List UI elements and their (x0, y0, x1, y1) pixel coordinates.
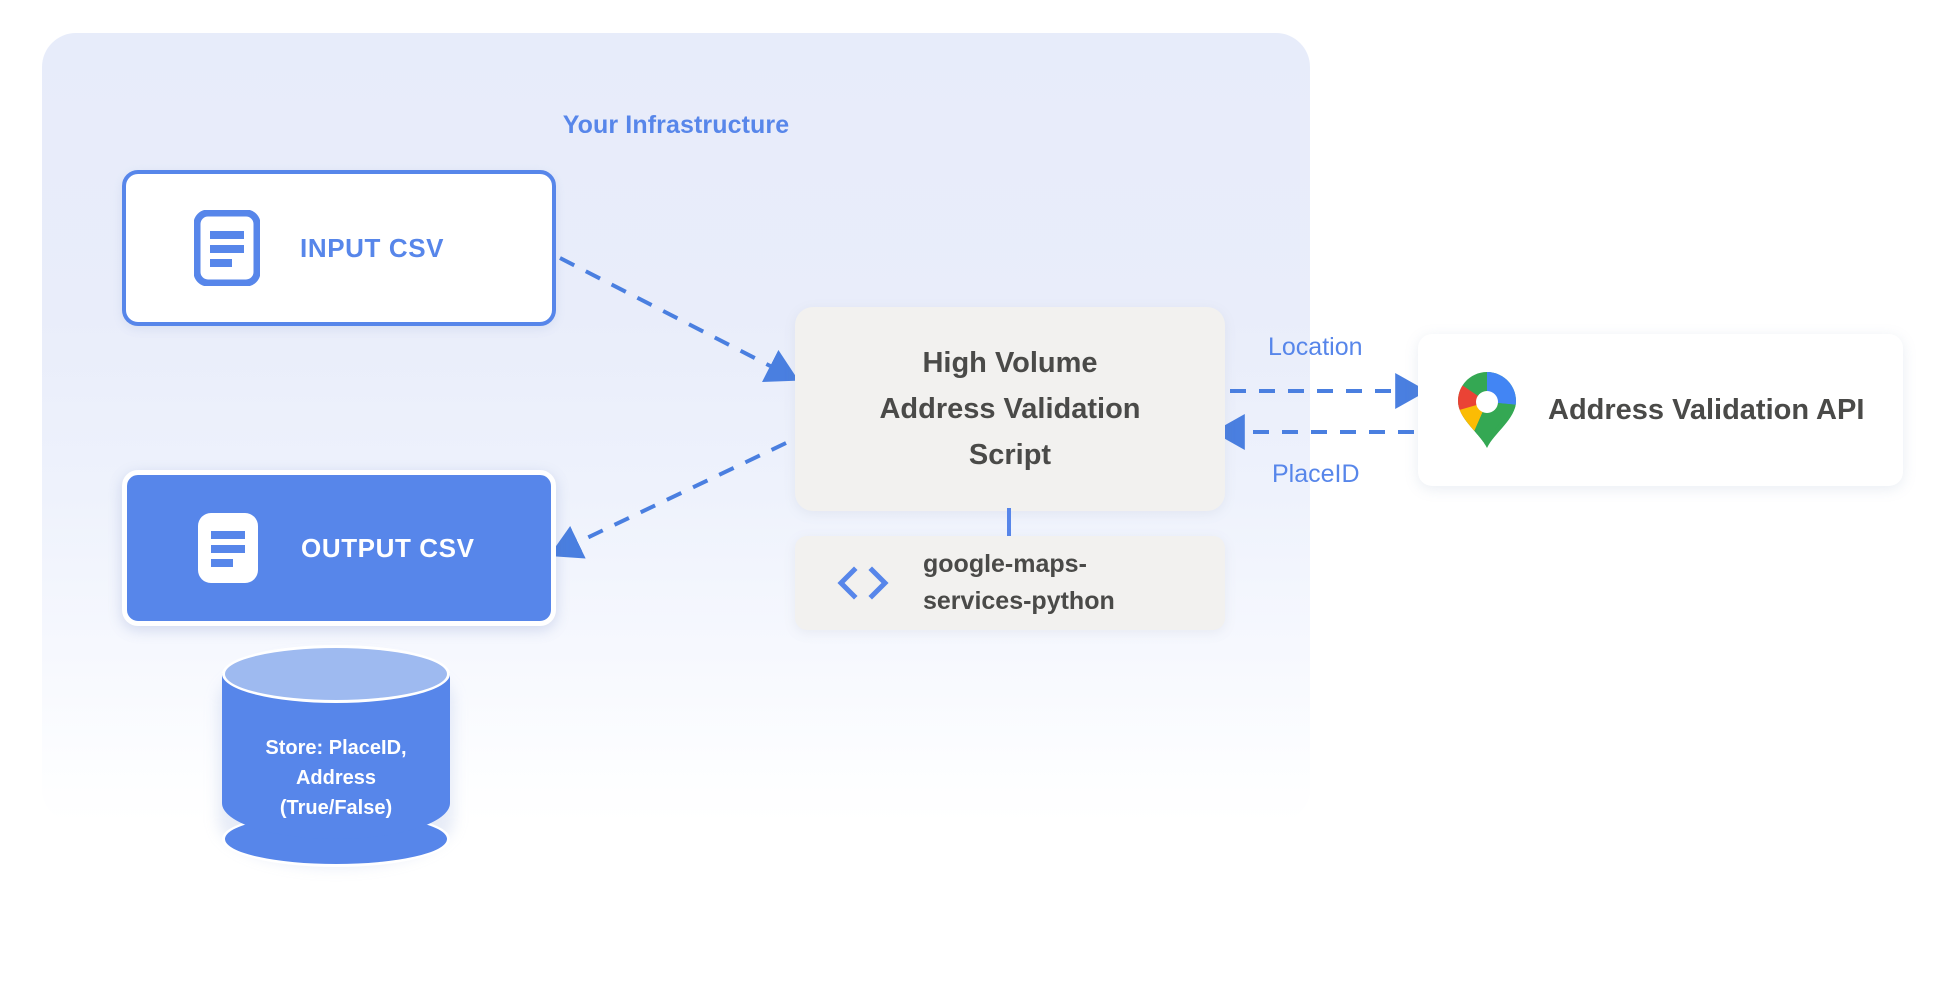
edge-label-placeid: PlaceID (1272, 460, 1360, 488)
infrastructure-panel-title: Your Infrastructure (562, 111, 790, 139)
output-csv-label: OUTPUT CSV (301, 532, 475, 563)
library-label-line1: google-maps- (923, 550, 1087, 578)
script-label-line2: Address Validation (879, 393, 1141, 425)
input-csv-node[interactable]: INPUT CSV (122, 170, 556, 326)
database-label: Store: PlaceID, Address (True/False) (222, 733, 450, 823)
database-top-ellipse (222, 645, 450, 703)
output-csv-node[interactable]: OUTPUT CSV (122, 470, 556, 626)
script-label-line1: High Volume (922, 347, 1098, 379)
address-validation-api-label: Address Validation API (1548, 393, 1865, 426)
script-label-line3: Script (968, 439, 1052, 471)
document-icon (194, 210, 260, 286)
script-library-connector (1007, 508, 1011, 540)
library-label: google-maps- services-python (923, 546, 1115, 620)
code-brackets-icon (837, 566, 889, 600)
script-node[interactable]: High Volume Address Validation Script (795, 307, 1225, 511)
database-node[interactable]: Store: PlaceID, Address (True/False) (212, 645, 460, 867)
edge-label-location: Location (1268, 333, 1363, 361)
input-csv-label: INPUT CSV (300, 232, 445, 263)
script-label: High Volume Address Validation Script (879, 340, 1140, 478)
database-label-line1: Store: PlaceID, (265, 737, 407, 759)
library-node[interactable]: google-maps- services-python (795, 536, 1225, 630)
library-label-line2: services-python (923, 587, 1115, 615)
document-icon (198, 513, 258, 583)
google-maps-pin-icon (1458, 372, 1516, 448)
database-label-line3: (True/False) (279, 797, 393, 819)
address-validation-api-node[interactable]: Address Validation API (1418, 334, 1903, 486)
database-label-line2: Address (295, 767, 377, 789)
